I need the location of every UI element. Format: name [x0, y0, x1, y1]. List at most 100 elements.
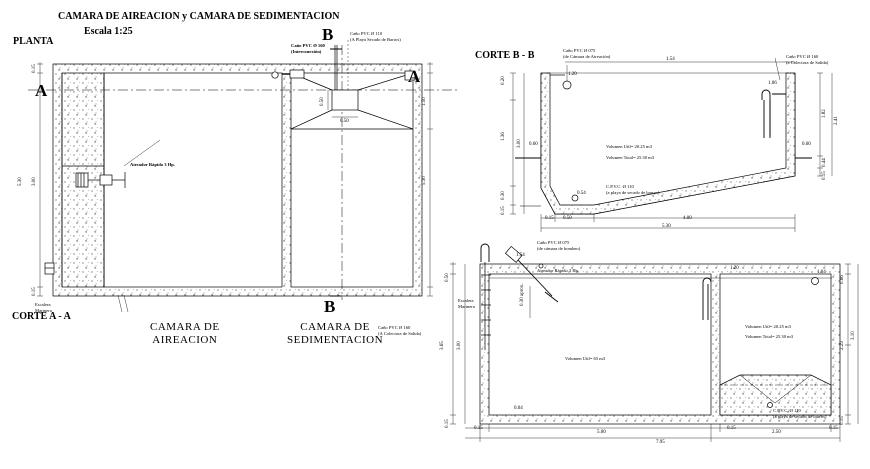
- aa-dim-004: 0.04: [514, 406, 523, 411]
- section-bb: [510, 57, 833, 232]
- marker-a-left: A: [35, 81, 48, 100]
- plan-note-pvc160-out-line1: Caño PVC Ø 160: [378, 325, 411, 330]
- aa-escalera-label: Escalera Marinera: [458, 298, 475, 310]
- aa-note-cpvc110-line2: (a playa de secado de barros): [773, 414, 827, 419]
- plan-note-pvc160-line2: (Interconexión): [291, 49, 322, 54]
- aa-dim-030: 0.30 aprox.: [520, 283, 525, 306]
- plan-label-sedimentacion-line1: CAMARA DE: [300, 321, 370, 333]
- aa-escalera-line1: Escalera: [458, 298, 474, 303]
- aa-dim-015d: 0.15: [445, 419, 450, 428]
- plan-title: PLANTA: [13, 36, 54, 47]
- section-bb-title: CORTE B - B: [475, 50, 535, 61]
- aa-dim-310: 3.10: [851, 331, 856, 340]
- section-aa: [450, 243, 859, 442]
- bb-dim-241: 2.41: [834, 116, 839, 125]
- bb-dim-015a: 0.15: [545, 216, 554, 221]
- bb-dim-120: 1.20: [568, 72, 577, 77]
- bb-note-pvc075-line2: (de Cámara de Aireación): [563, 54, 611, 59]
- drawing-title: CAMARA DE AIREACION y CAMARA DE SEDIMENT…: [58, 11, 340, 22]
- plan-escalera-line1: Escalera: [35, 302, 51, 307]
- bb-dim-400: 4.00: [683, 216, 692, 221]
- marker-b-bottom: B: [324, 297, 335, 316]
- aa-dim-015e: 0.15: [840, 416, 845, 425]
- aa-dim-229: 2.29: [840, 341, 845, 350]
- plan-aerator-symbol: [75, 172, 126, 188]
- bb-volumen-total: Volumen Total= 25.30 m3: [606, 155, 655, 160]
- aa-dim-365: 3.65: [440, 341, 445, 350]
- bb-note-pvc160-line2: (a Colectora de Salida): [786, 60, 829, 65]
- bb-dim-050: 0.50: [563, 216, 572, 221]
- bb-dim-530: 5.30: [662, 224, 671, 229]
- plan-dim-050b: 0.50: [340, 119, 349, 124]
- plan-label-aeracion-line2: AIREACION: [152, 334, 218, 346]
- bb-dim-054: 0.54: [577, 191, 586, 196]
- drawing-scale: Escala 1:25: [84, 26, 133, 37]
- plan-note-pvc160-out-line2: (A Colectora de Salida): [378, 331, 422, 336]
- bb-dim-182: 1.82: [822, 109, 827, 118]
- section-aa-title: CORTE A - A: [12, 311, 71, 322]
- aa-note-cpvc110-line1: C.P.V.C. Ø 110: [773, 408, 801, 413]
- aa-dim-050: 0.50: [445, 273, 450, 282]
- aa-dim-066: 0.66: [840, 275, 845, 284]
- plan-dim-530: 5.30: [18, 177, 23, 186]
- plan-dim-150: 1.50: [422, 97, 427, 106]
- bb-dim-154: 1.54: [666, 57, 675, 62]
- plan-dim-050: 0.50: [320, 97, 325, 106]
- aa-volumen-util-s: Volumen Util= 20.25 m3: [745, 324, 791, 329]
- plan-note-pvc160: Caño PVC Ø 160 (Interconexión): [291, 43, 325, 55]
- bb-dim-060: 0.60: [529, 142, 538, 147]
- bb-dim-060b: 0.60: [802, 142, 811, 147]
- plan-label-sedimentacion: CAMARA DE SEDIMENTACION: [287, 321, 383, 347]
- bb-dim-106: 1.06: [768, 81, 777, 86]
- bb-volumen-util: Volumen Util= 20.25 m3: [606, 144, 652, 149]
- plan-note-pvc110-line1: Caño PVC Ø 110: [350, 31, 383, 36]
- plan-dim-015-bot: 0.15: [32, 287, 37, 296]
- plan-note-pvc110-line2: (A Playa Secado de Barros): [350, 37, 401, 42]
- aa-escalera-line2: Marinera: [458, 304, 475, 309]
- aa-dim-300: 3.00: [457, 341, 462, 350]
- aa-aireador-label: Aireador Rápido 3 Hp.: [537, 268, 580, 273]
- bb-dim-015b: 0.15: [501, 206, 506, 215]
- plan-note-pvc110: Caño PVC Ø 110 (A Playa Secado de Barros…: [350, 31, 401, 43]
- bb-dim-020: 0.20: [501, 76, 506, 85]
- aa-dim-015a: 0.15: [474, 426, 483, 431]
- plan-label-aeracion-line1: CAMARA DE: [150, 321, 220, 333]
- aa-note-pvc075-line2: (de cámara de bombeo): [537, 246, 581, 251]
- aa-dim-120: 1.20: [730, 266, 739, 271]
- plan-hopper-center: [331, 89, 359, 111]
- bb-dim-044: 0.44: [822, 158, 827, 167]
- aa-volumen-util-a: Volumen Util= 65 m3: [565, 356, 606, 361]
- bb-dim-015c: 0.15: [822, 171, 827, 180]
- plan-aireador-label: Aireador Rápido 3 Hp.: [130, 162, 176, 167]
- bb-dim-136: 1.36: [501, 132, 506, 141]
- bb-note-cpvc110: C.P.V.C. Ø 110 (a playa de secado de bar…: [606, 184, 659, 196]
- aa-note-cpvc110: C.P.V.C. Ø 110 (a playa de secado de bar…: [773, 408, 826, 420]
- aa-dim-015b: 0.15: [727, 426, 736, 431]
- marker-a-right: A: [408, 67, 421, 86]
- aa-dim-104: 1.04: [817, 270, 826, 275]
- aa-dim-015c: 0.15: [829, 426, 838, 431]
- bb-note-pvc075-line1: Caño PVC Ø 075: [563, 48, 596, 53]
- aa-note-pvc075: Caño PVC Ø 075 (de cámara de bombeo): [537, 240, 580, 252]
- aa-note-pvc075-line1: Caño PVC Ø 075: [537, 240, 570, 245]
- plan-dimension-lines: [37, 40, 433, 313]
- bb-dim-030: 0.30: [501, 191, 506, 200]
- plan-note-pvc160-line1: Caño PVC Ø 160: [291, 43, 325, 48]
- aa-dimension-lines: [450, 262, 859, 442]
- marker-b-top: B: [322, 25, 333, 44]
- plan-view: [28, 40, 460, 313]
- bb-note-pvc160: Caño PVC Ø 160 (a Colectora de Salida): [786, 54, 828, 66]
- aa-aeration-interior: [488, 273, 712, 416]
- plan-escalera-label: Escalera Marinera: [35, 302, 52, 314]
- bb-note-pvc160-line1: Caño PVC Ø 160: [786, 54, 819, 59]
- bb-dimension-lines: [510, 57, 833, 232]
- aa-dim-250: 2.50: [772, 430, 781, 435]
- plan-note-pvc160-out: Caño PVC Ø 160 (A Colectora de Salida): [378, 325, 421, 337]
- bb-dim-300: 3.00: [517, 139, 522, 148]
- plan-label-sedimentacion-line2: SEDIMENTACION: [287, 334, 384, 346]
- aa-aerator: [504, 245, 559, 303]
- aa-dim-154: 1.54: [516, 253, 525, 258]
- aa-dim-795: 7.95: [656, 440, 665, 445]
- bb-note-pvc075: Caño PVC Ø 075 (de Cámara de Aireación): [563, 48, 610, 60]
